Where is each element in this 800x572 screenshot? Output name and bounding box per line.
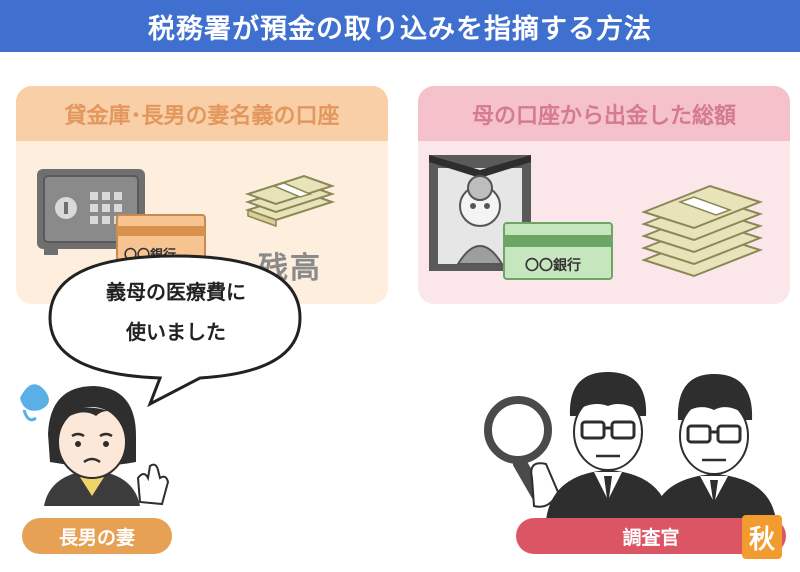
left-bankbook-icon: 〇〇銀行 xyxy=(116,214,206,268)
right-bankbook-icon: 〇〇銀行 xyxy=(503,222,613,280)
left-panel-heading: 貸金庫･長男の妻名義の口座 xyxy=(16,86,388,141)
inspector-label: 調査官 xyxy=(516,518,786,554)
wife-character-icon xyxy=(20,384,170,506)
wife-label-text: 長男の妻 xyxy=(58,526,135,549)
title-banner: 税務署が預金の取り込みを指摘する方法 xyxy=(0,0,800,52)
inspector-label-text: 調査官 xyxy=(622,526,680,549)
brand-logo-char: 秋 xyxy=(748,524,775,555)
brand-logo: 秋 xyxy=(742,515,782,559)
speech-line-1: 義母の医療費に xyxy=(106,280,246,304)
speech-bubble xyxy=(48,254,302,408)
speech-bubble-text: 義母の医療費に 使いました xyxy=(56,272,296,352)
money-stack-icon xyxy=(244,174,336,228)
right-panel-heading: 母の口座から出金した総額 xyxy=(418,86,790,141)
money-stack-large-icon xyxy=(641,184,763,278)
page-title: 税務署が預金の取り込みを指摘する方法 xyxy=(148,13,652,45)
inspectors-icon xyxy=(484,372,776,520)
wife-label: 長男の妻 xyxy=(22,518,172,554)
speech-line-2: 使いました xyxy=(126,320,226,344)
right-bankbook-label: 〇〇銀行 xyxy=(525,258,581,274)
